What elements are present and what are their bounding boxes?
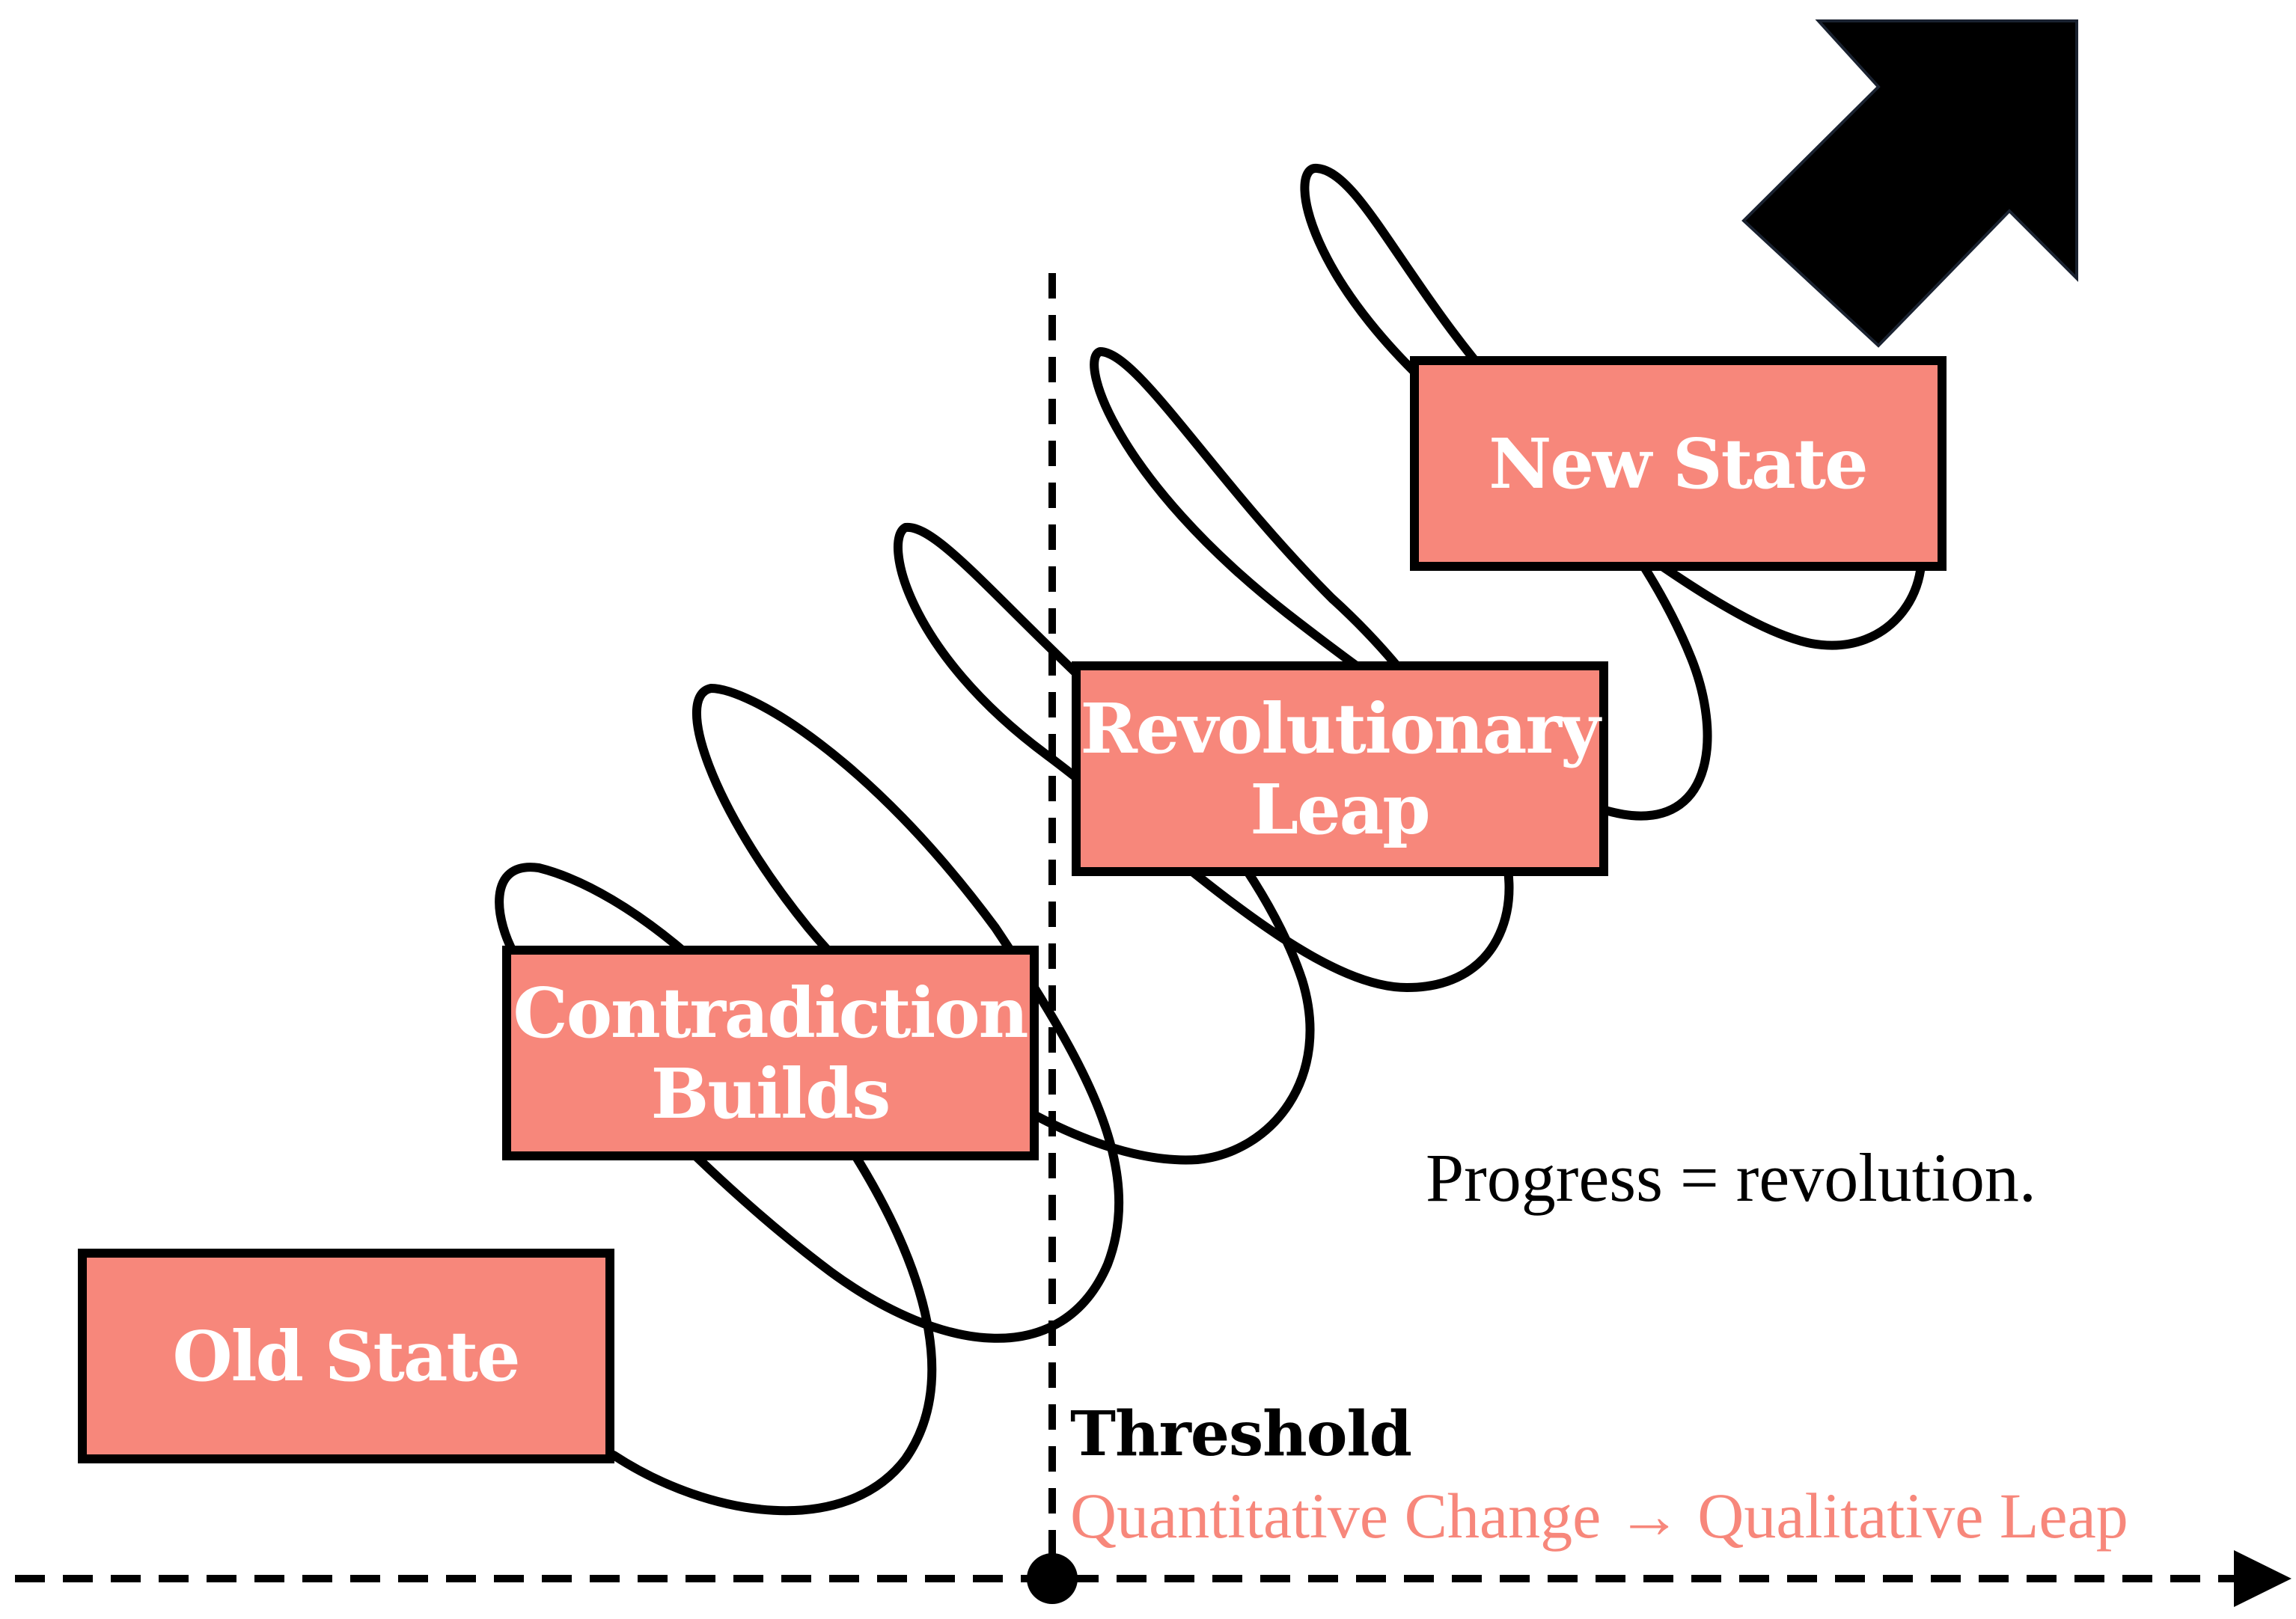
contradiction-label-line-2: Builds — [651, 1053, 890, 1134]
threshold-title: Threshold — [1070, 1398, 1411, 1470]
old-state-label: Old State — [172, 1316, 519, 1397]
revolutionary-leap-box: Revolutionary Leap — [1072, 661, 1608, 876]
progress-note: Progress = revolution. — [1426, 1139, 2036, 1216]
right-arrowhead-icon — [2234, 1550, 2292, 1607]
revolutionary-label-line-2: Leap — [1250, 769, 1429, 850]
threshold-dot — [1027, 1553, 1078, 1604]
threshold-subtitle: Quantitative Change → Qualitative Leap — [1070, 1480, 2128, 1552]
contradiction-builds-box: Contradiction Builds — [502, 946, 1039, 1160]
new-state-label: New State — [1489, 423, 1866, 504]
new-state-box: New State — [1410, 356, 1947, 571]
diagonal-up-right-arrow-icon — [1741, 19, 2078, 348]
revolutionary-label-line-1: Revolutionary — [1081, 688, 1602, 769]
contradiction-label-line-1: Contradiction — [513, 973, 1027, 1053]
old-state-box: Old State — [78, 1249, 614, 1463]
